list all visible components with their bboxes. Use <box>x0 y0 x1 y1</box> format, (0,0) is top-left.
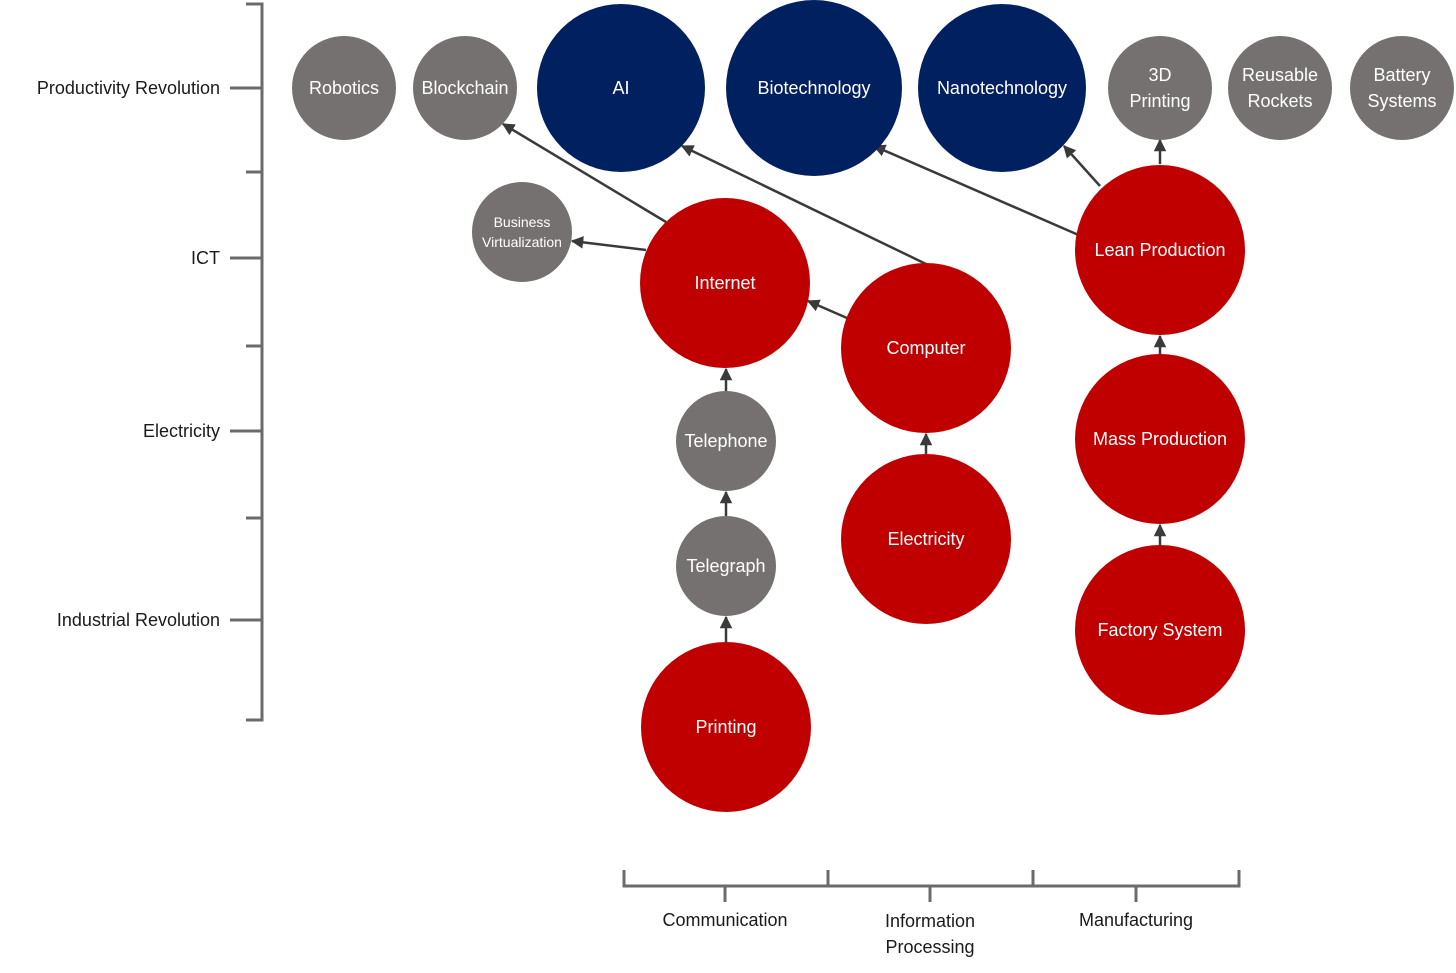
node-circle-telegraph <box>676 516 776 616</box>
node-circle-printing <box>641 642 811 812</box>
node-ai: AI <box>537 4 705 172</box>
node-robotics: Robotics <box>292 36 396 140</box>
arrow-internet-to-blockchain <box>501 122 667 224</box>
node-printing: Printing <box>641 642 811 812</box>
node-computer: Computer <box>841 263 1011 433</box>
domain-bracket <box>622 870 1241 902</box>
node-circle-blockchain <box>413 36 517 140</box>
node-circle-robotics <box>292 36 396 140</box>
node-label-telegraph: Telegraph <box>686 556 765 576</box>
node-circle-internet <box>640 198 810 368</box>
node-circle-factory <box>1075 545 1245 715</box>
node-label-lean: Lean Production <box>1094 240 1225 260</box>
node-telephone: Telephone <box>676 391 776 491</box>
era-label-ict: ICT <box>191 248 220 268</box>
arrow-internet-to-bizvirt <box>570 236 647 252</box>
domain-label-information-processing-line2: Processing <box>885 937 974 957</box>
node-label-battery-line1: Battery <box>1373 65 1430 85</box>
node-circle-electricity <box>841 454 1011 624</box>
node-circle-battery <box>1350 36 1454 140</box>
node-label-robotics: Robotics <box>309 78 379 98</box>
node-label-ai: AI <box>612 78 629 98</box>
domain-label-information-processing-line1: Information <box>885 911 975 931</box>
node-circle-lean <box>1075 165 1245 335</box>
era-bracket <box>230 2 264 722</box>
era-label-productivity-revolution: Productivity Revolution <box>37 78 220 98</box>
node-biotech: Biotechnology <box>726 0 902 176</box>
node-print3d: 3D Printing <box>1108 36 1212 140</box>
node-label-bizvirt-line1: Business <box>494 214 551 230</box>
node-telegraph: Telegraph <box>676 516 776 616</box>
era-label-industrial-revolution: Industrial Revolution <box>57 610 220 630</box>
arrow-computer-to-internet <box>806 299 848 320</box>
node-label-computer: Computer <box>886 338 965 358</box>
node-label-bizvirt-line2: Virtualization <box>482 234 562 250</box>
node-circle-mass <box>1075 354 1245 524</box>
node-label-electricity: Electricity <box>887 529 964 549</box>
node-mass: Mass Production <box>1075 354 1245 524</box>
arrow-lean-to-nanotech <box>1063 145 1101 187</box>
edges-layer <box>501 122 1167 643</box>
node-label-printing: Printing <box>695 717 756 737</box>
node-label-battery-line2: Systems <box>1367 91 1436 111</box>
node-circle-computer <box>841 263 1011 433</box>
domain-label-communication: Communication <box>662 910 787 930</box>
node-label-internet: Internet <box>694 273 755 293</box>
node-label-blockchain: Blockchain <box>421 78 508 98</box>
node-label-print3d-line1: 3D <box>1148 65 1171 85</box>
node-circle-biotech <box>726 0 902 176</box>
node-label-rockets-line2: Rockets <box>1247 91 1312 111</box>
node-electricity: Electricity <box>841 454 1011 624</box>
node-circle-ai <box>537 4 705 172</box>
node-label-mass: Mass Production <box>1093 429 1227 449</box>
node-label-nanotech: Nanotechnology <box>937 78 1067 98</box>
node-label-rockets-line1: Reusable <box>1242 65 1318 85</box>
node-circle-bizvirt <box>472 182 572 282</box>
arrow-lean-to-biotech <box>872 144 1091 242</box>
node-blockchain: Blockchain <box>413 36 517 140</box>
node-label-biotech: Biotechnology <box>757 78 870 98</box>
node-lean: Lean Production <box>1075 165 1245 335</box>
node-label-telephone: Telephone <box>684 431 767 451</box>
node-nanotech: Nanotechnology <box>918 4 1086 172</box>
node-circle-print3d <box>1108 36 1212 140</box>
era-label-electricity: Electricity <box>143 421 220 441</box>
node-circle-rockets <box>1228 36 1332 140</box>
arrow-computer-to-ai <box>680 144 927 266</box>
node-internet: Internet <box>640 198 810 368</box>
domain-label-manufacturing: Manufacturing <box>1079 910 1193 930</box>
node-circle-nanotech <box>918 4 1086 172</box>
node-circle-telephone <box>676 391 776 491</box>
nodes-layer: Robotics Blockchain AI Biotechnology Nanotec… <box>292 0 1454 812</box>
node-factory: Factory System <box>1075 545 1245 715</box>
node-label-print3d-line2: Printing <box>1129 91 1190 111</box>
node-label-factory: Factory System <box>1097 620 1222 640</box>
